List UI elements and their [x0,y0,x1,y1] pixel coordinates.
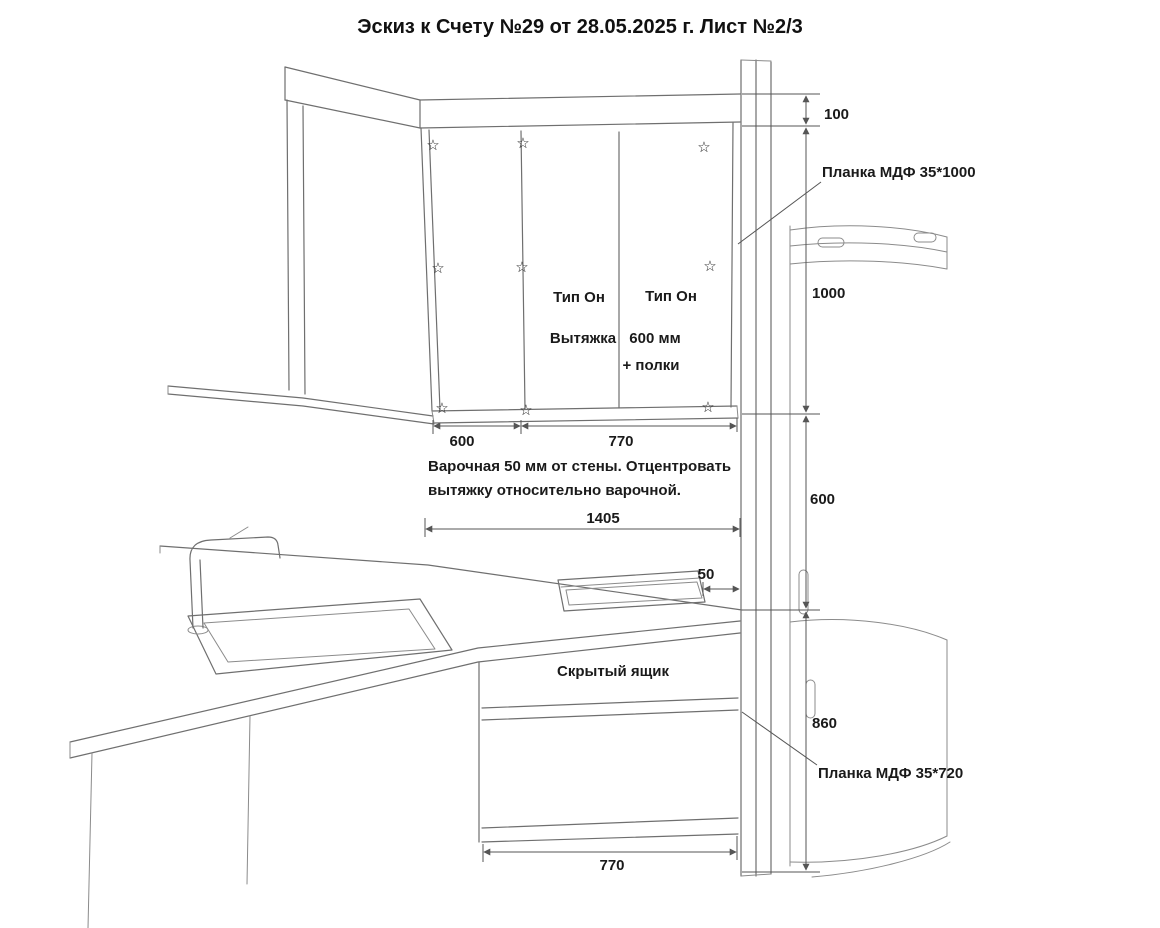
note-line-2: вытяжку относительно варочной. [428,482,681,499]
star-marker-icon: ☆ [519,402,532,419]
star-marker-icon: ☆ [426,137,439,154]
countertop [69,545,743,928]
dim-label-770-bottom: 770 [599,857,624,874]
dim-label-600-side: 600 [810,491,835,508]
hood-cabinet [420,122,739,424]
hidden-drawer-label: Скрытый ящик [557,663,669,680]
dim-label-860: 860 [812,715,837,732]
cabinet-type-label-2: Тип Он [645,288,697,305]
sketch-title: Эскиз к Счету №29 от 28.05.2025 г. Лист … [357,16,803,38]
sink [187,598,453,675]
top-cornice [284,66,741,129]
left-wall-cabinet [167,99,435,425]
corner-post [740,59,772,877]
door-handle-icon [798,569,809,615]
star-marker-icon: ☆ [435,400,448,417]
dim-label-770-top: 770 [608,433,633,450]
hood-width-label: 600 мм [629,330,680,347]
cabinet-handle-icon [913,232,937,243]
callout-mdf-bottom: Планка МДФ 35*720 [818,765,963,782]
star-marker-icon: ☆ [515,259,528,276]
dim-label-1000: 1000 [812,285,845,302]
callout-mdf-top: Планка МДФ 35*1000 [822,164,976,181]
cooktop [557,570,706,612]
dim-label-1405: 1405 [586,510,619,527]
dim-label-50: 50 [698,566,715,583]
door-handle-icon [805,679,816,719]
dim-label-100: 100 [824,106,849,123]
cabinet-type-label-1: Тип Он [553,289,605,306]
cabinet-handle-icon [817,237,845,248]
shelves-label: + полки [622,357,679,374]
hood-label: Вытяжка [550,330,617,347]
star-marker-icon: ☆ [703,258,716,275]
base-cabinet [478,661,739,843]
dim-label-600-top: 600 [449,433,474,450]
leader-lines [737,181,822,766]
star-marker-icon: ☆ [697,139,710,156]
dimension-lines [424,93,820,873]
star-markers: ☆ ☆ ☆ ☆ ☆ ☆ ☆ ☆ ☆ [426,135,716,419]
faucet [187,526,281,635]
star-marker-icon: ☆ [701,399,714,416]
note-line-1: Варочная 50 мм от стены. Отцентровать [428,458,731,475]
star-marker-icon: ☆ [516,135,529,152]
star-marker-icon: ☆ [431,260,444,277]
